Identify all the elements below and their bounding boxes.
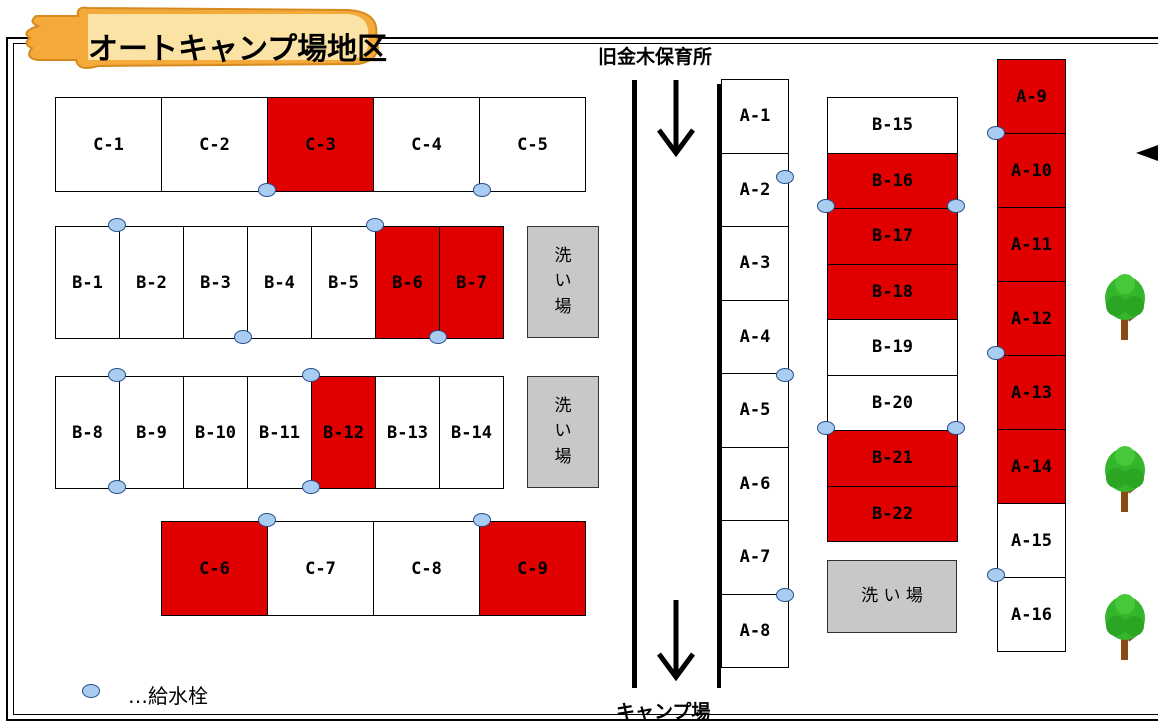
campsite-a-1: A-1	[721, 79, 789, 154]
water-hydrant-icon	[776, 588, 794, 602]
campsite-c-1: C-1	[55, 97, 162, 192]
campsite-b-19: B-19	[827, 319, 958, 376]
water-hydrant-icon	[987, 568, 1005, 582]
campsite-b-14: B-14	[439, 376, 504, 489]
campsite-c-9: C-9	[479, 521, 586, 616]
arrow-left-icon	[1136, 145, 1158, 161]
map-inner-frame	[13, 43, 1158, 715]
campsite-a-4: A-4	[721, 299, 789, 374]
campsite-a-8: A-8	[721, 593, 789, 668]
map-outer-frame	[6, 37, 1158, 721]
campsite-c-7: C-7	[267, 521, 374, 616]
arrow-down-icon	[656, 80, 696, 158]
campsite-a-15: A-15	[997, 503, 1066, 578]
arrow-down-icon	[656, 600, 696, 682]
water-hydrant-icon	[366, 218, 384, 232]
water-hydrant-icon	[776, 368, 794, 382]
campsite-b-21: B-21	[827, 430, 958, 487]
water-hydrant-icon	[987, 346, 1005, 360]
wash-area: 洗 い 場	[527, 376, 599, 488]
legend-text: …給水栓	[128, 684, 208, 708]
campsite-b-10: B-10	[183, 376, 248, 489]
campsite-a-10: A-10	[997, 133, 1066, 208]
title-banner	[25, 6, 379, 69]
campsite-b-12: B-12	[311, 376, 376, 489]
tree-icon	[1105, 446, 1145, 512]
campsite-b-6: B-6	[375, 226, 440, 339]
campsite-b-11: B-11	[247, 376, 312, 489]
campsite-b-18: B-18	[827, 263, 958, 320]
water-hydrant-icon	[987, 126, 1005, 140]
water-hydrant-icon	[947, 199, 965, 213]
road-line-left	[632, 80, 637, 688]
water-hydrant-icon	[302, 480, 320, 494]
campsite-b-3: B-3	[183, 226, 248, 339]
campsite-c-8: C-8	[373, 521, 480, 616]
road-line-right	[717, 84, 721, 688]
campsite-a-3: A-3	[721, 226, 789, 301]
page-title: オートキャンプ場地区	[88, 32, 388, 67]
wash-area: 洗 い 場	[827, 560, 957, 633]
legend-hydrant-icon	[82, 684, 100, 698]
water-hydrant-icon	[473, 183, 491, 197]
campsite-b-22: B-22	[827, 485, 958, 542]
tree-icon	[1105, 594, 1145, 660]
wash-area: 洗 い 場	[527, 226, 599, 338]
campsite-b-1: B-1	[55, 226, 120, 339]
campsite-b-16: B-16	[827, 152, 958, 209]
campsite-a-14: A-14	[997, 429, 1066, 504]
water-hydrant-icon	[258, 183, 276, 197]
campsite-b-7: B-7	[439, 226, 504, 339]
campsite-a-7: A-7	[721, 520, 789, 595]
water-hydrant-icon	[108, 480, 126, 494]
campsite-b-17: B-17	[827, 208, 958, 265]
water-hydrant-icon	[817, 421, 835, 435]
campsite-b-20: B-20	[827, 374, 958, 431]
campsite-c-6: C-6	[161, 521, 268, 616]
campsite-b-13: B-13	[375, 376, 440, 489]
water-hydrant-icon	[429, 330, 447, 344]
campsite-a-9: A-9	[997, 59, 1066, 134]
campsite-a-13: A-13	[997, 355, 1066, 430]
bottom-road-label: キャンプ場	[616, 701, 711, 723]
campsite-b-4: B-4	[247, 226, 312, 339]
campsite-b-8: B-8	[55, 376, 120, 489]
campsite-a-11: A-11	[997, 207, 1066, 282]
campsite-b-2: B-2	[119, 226, 184, 339]
campsite-a-2: A-2	[721, 152, 789, 227]
water-hydrant-icon	[947, 421, 965, 435]
campsite-c-3: C-3	[267, 97, 374, 192]
water-hydrant-icon	[234, 330, 252, 344]
top-road-label: 旧金木保育所	[598, 46, 713, 68]
campsite-c-2: C-2	[161, 97, 268, 192]
water-hydrant-icon	[473, 513, 491, 527]
campsite-a-5: A-5	[721, 373, 789, 448]
campsite-a-6: A-6	[721, 446, 789, 521]
campsite-c-4: C-4	[373, 97, 480, 192]
campsite-c-5: C-5	[479, 97, 586, 192]
campsite-b-9: B-9	[119, 376, 184, 489]
water-hydrant-icon	[302, 368, 320, 382]
campsite-b-5: B-5	[311, 226, 376, 339]
water-hydrant-icon	[817, 199, 835, 213]
water-hydrant-icon	[776, 170, 794, 184]
tree-icon	[1105, 274, 1145, 340]
water-hydrant-icon	[108, 218, 126, 232]
water-hydrant-icon	[258, 513, 276, 527]
campsite-a-12: A-12	[997, 281, 1066, 356]
campsite-a-16: A-16	[997, 577, 1066, 652]
water-hydrant-icon	[108, 368, 126, 382]
campsite-b-15: B-15	[827, 97, 958, 154]
